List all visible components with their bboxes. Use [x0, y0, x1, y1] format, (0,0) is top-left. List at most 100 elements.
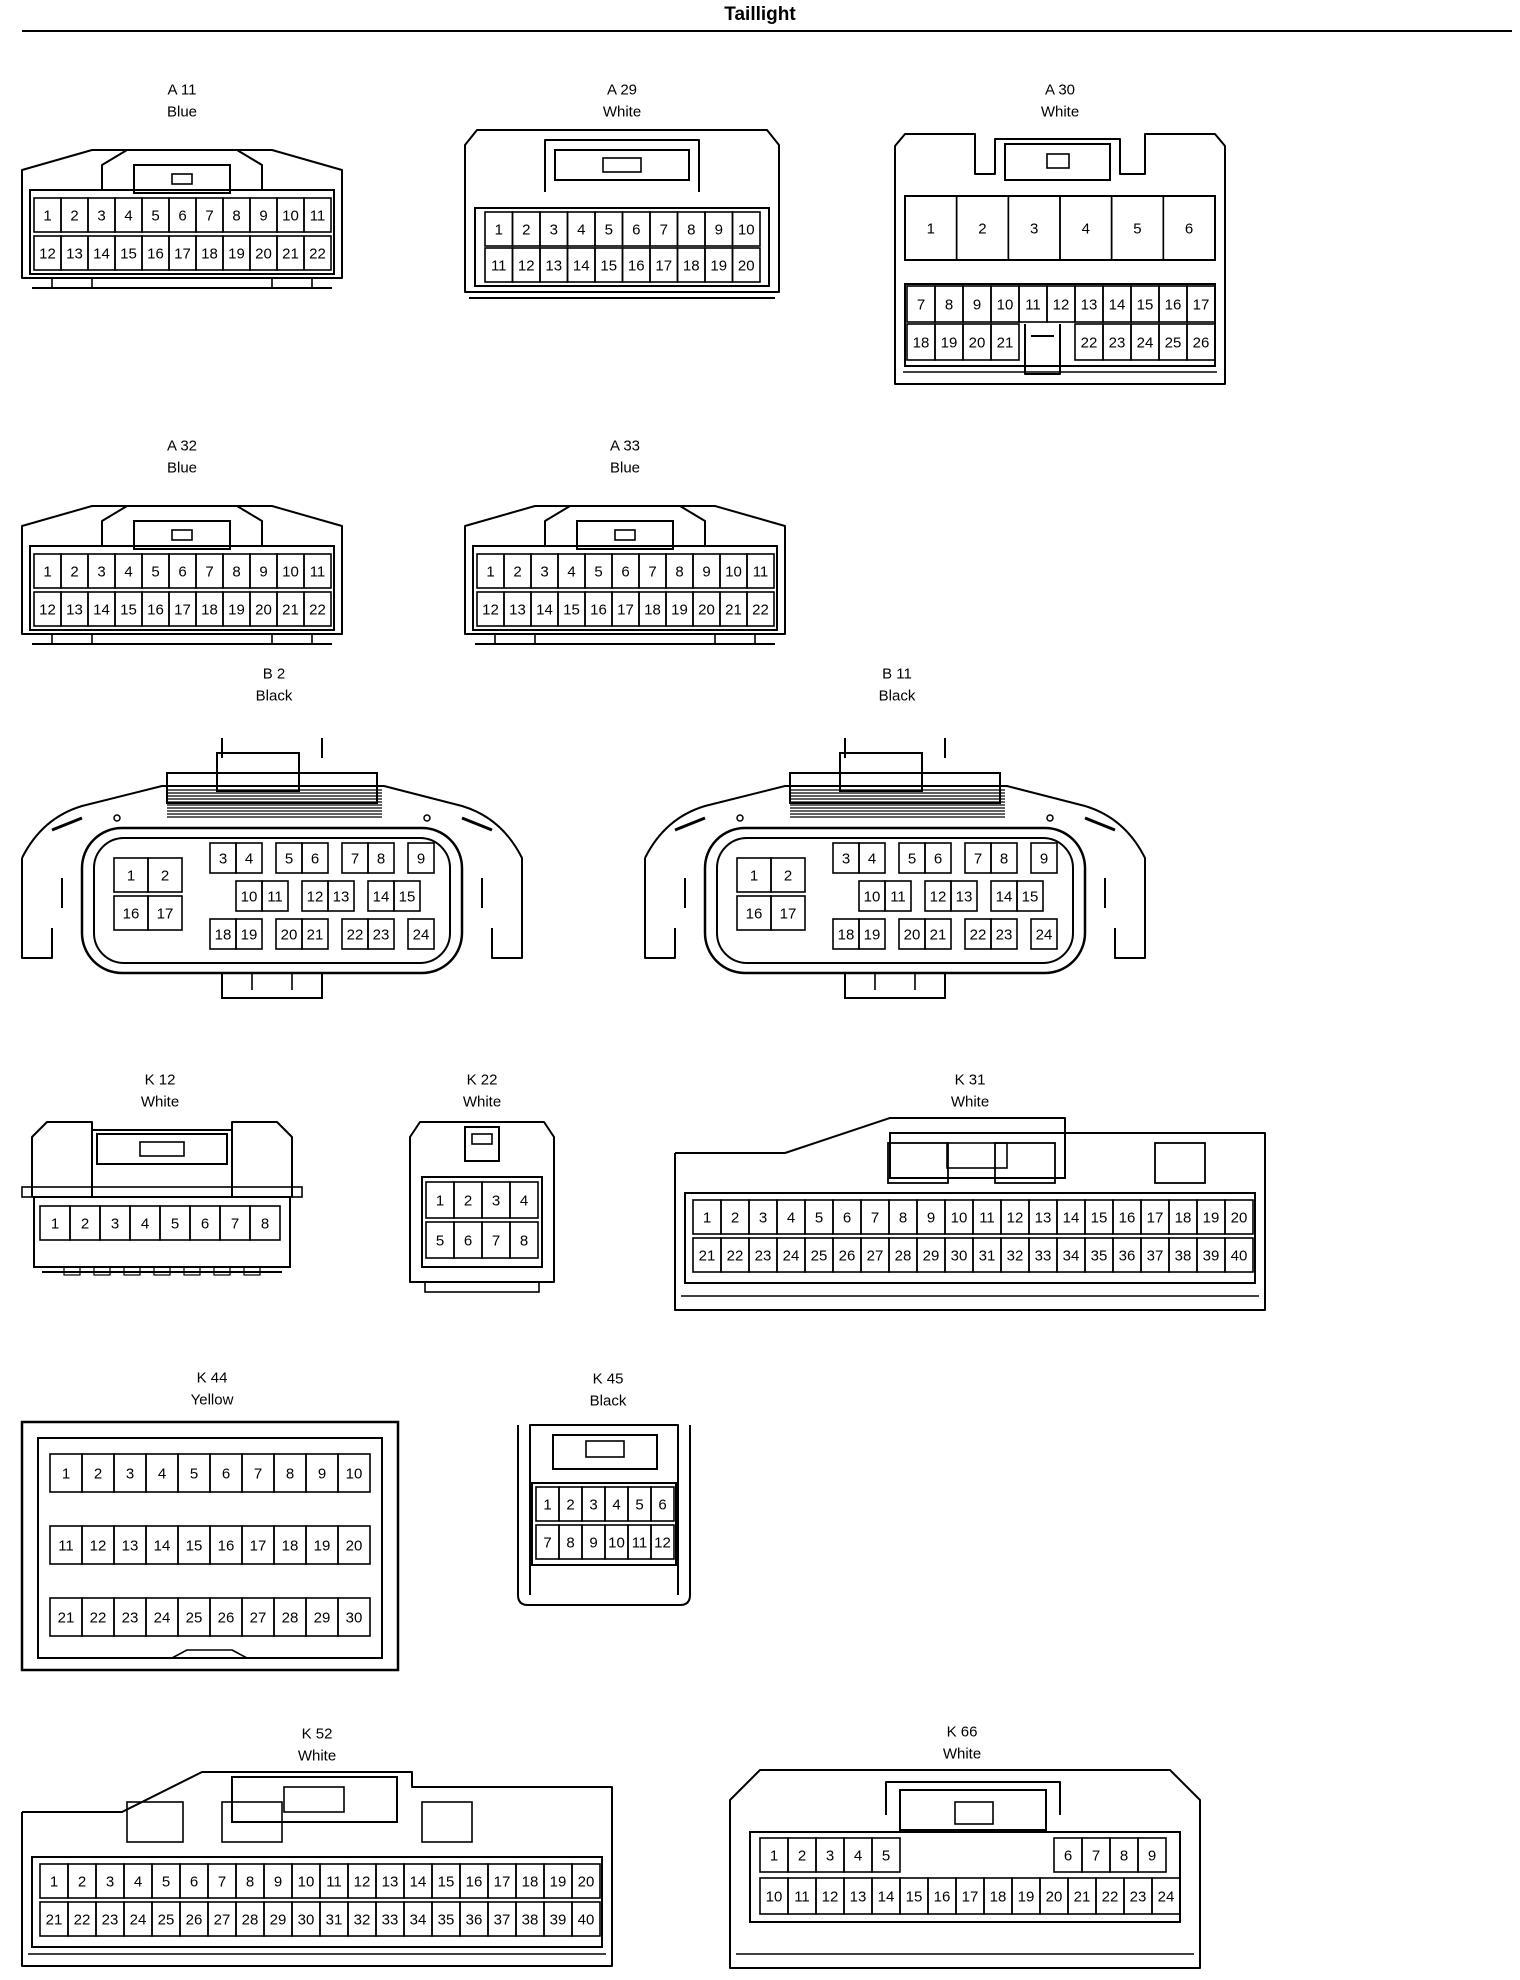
pin-number: 2 — [513, 564, 521, 581]
pin-number: 5 — [815, 1210, 823, 1227]
pin-number: 7 — [543, 1535, 551, 1552]
pin-number: 4 — [787, 1210, 795, 1227]
pin-number: 20 — [255, 602, 272, 619]
pin-number: 9 — [1148, 1848, 1156, 1865]
connector-id: A 32 — [167, 438, 197, 455]
pin-number: 4 — [124, 564, 132, 581]
pin-number: 28 — [282, 1610, 299, 1627]
housing-outline — [885, 1781, 1061, 1815]
pin-number: 5 — [594, 564, 602, 581]
pin-number: 29 — [923, 1248, 940, 1265]
pin-number: 11 — [58, 1538, 74, 1555]
housing-outline — [37, 1437, 383, 1659]
housing-outline — [749, 1831, 1181, 1923]
pin-number: 14 — [1109, 297, 1126, 314]
housing-outline — [96, 1133, 228, 1165]
latch-slot — [153, 1266, 171, 1276]
pin-cell — [1224, 1237, 1254, 1273]
pin-number: 1 — [770, 1848, 778, 1865]
latch-slot — [123, 1266, 141, 1276]
pin-number: 14 — [573, 258, 590, 275]
housing-outline — [464, 1126, 500, 1162]
pin-number: 5 — [171, 1216, 179, 1233]
pin-number: 20 — [738, 258, 755, 275]
pin-number: 7 — [660, 222, 668, 239]
pin-number: 6 — [1064, 1848, 1072, 1865]
pin-number: 23 — [996, 927, 1013, 944]
pin-number: 13 — [1035, 1210, 1052, 1227]
pin-number: 6 — [190, 1874, 198, 1891]
housing-outline — [684, 1192, 1256, 1284]
pin-number: 18 — [644, 602, 661, 619]
pin-number: 17 — [780, 906, 797, 923]
latch-slot — [183, 1266, 201, 1276]
pin-number: 16 — [123, 906, 140, 923]
pin-number: 11 — [310, 208, 326, 225]
housing-outline — [472, 545, 778, 631]
housing-outline — [38, 1649, 248, 1659]
connector-color: Black — [879, 688, 916, 705]
pin-number: 4 — [868, 851, 876, 868]
pin-number: 23 — [755, 1248, 772, 1265]
pin-cell — [337, 1597, 371, 1637]
pin-number: 8 — [377, 851, 385, 868]
pin-number: 5 — [285, 851, 293, 868]
pin-number: 14 — [93, 602, 110, 619]
title-divider — [22, 30, 1512, 32]
pin-number: 9 — [715, 222, 723, 239]
pin-number: 8 — [286, 1466, 294, 1483]
pin-cell — [990, 842, 1018, 874]
pin-cell — [990, 323, 1020, 361]
pin-number: 14 — [996, 889, 1013, 906]
housing-outline — [166, 772, 378, 804]
pin-number: 17 — [1193, 297, 1210, 314]
pin-number: 27 — [867, 1248, 884, 1265]
pin-cell — [924, 842, 952, 874]
housing-outline — [844, 972, 946, 999]
pin-number: 8 — [520, 1233, 528, 1250]
pin-number: 11 — [979, 1210, 995, 1227]
pin-number: 10 — [298, 1874, 315, 1891]
pin-number: 19 — [550, 1874, 567, 1891]
housing-outline — [51, 816, 493, 832]
pin-number: 2 — [81, 1216, 89, 1233]
pin-cell — [1186, 323, 1216, 361]
pin-number: 21 — [997, 335, 1014, 352]
mount-hole — [1046, 814, 1054, 822]
pin-cell — [235, 842, 263, 874]
housing-outline — [517, 1424, 691, 1595]
housing-outline — [714, 633, 756, 645]
latch-slot — [243, 1266, 261, 1276]
housing-outline — [421, 1176, 543, 1268]
connector-id: K 45 — [593, 1371, 624, 1388]
pin-number: 5 — [190, 1466, 198, 1483]
pin-cell — [407, 842, 435, 874]
pin-number: 11 — [267, 889, 283, 906]
pin-number: 6 — [311, 851, 319, 868]
pin-cell — [924, 918, 952, 950]
pin-number: 40 — [578, 1912, 595, 1929]
pin-cell — [393, 880, 421, 912]
pin-number: 9 — [274, 1874, 282, 1891]
pin-number: 25 — [811, 1248, 828, 1265]
pin-number: 14 — [373, 889, 390, 906]
pin-number: 12 — [482, 602, 499, 619]
pin-number: 15 — [399, 889, 416, 906]
pin-cell — [1016, 880, 1044, 912]
pin-number: 1 — [543, 1497, 551, 1514]
pin-number: 19 — [1203, 1210, 1220, 1227]
pin-cell — [1137, 1837, 1167, 1873]
pin-number: 20 — [1046, 1889, 1063, 1906]
pin-number: 24 — [154, 1610, 171, 1627]
housing-outline — [91, 1129, 233, 1152]
pin-number: 6 — [658, 1497, 666, 1514]
pin-number: 15 — [438, 1874, 455, 1891]
connector-id: K 31 — [955, 1072, 986, 1089]
pin-cell — [367, 918, 395, 950]
pin-number: 18 — [201, 246, 218, 263]
pin-number: 23 — [1109, 335, 1126, 352]
pin-number: 1 — [436, 1193, 444, 1210]
